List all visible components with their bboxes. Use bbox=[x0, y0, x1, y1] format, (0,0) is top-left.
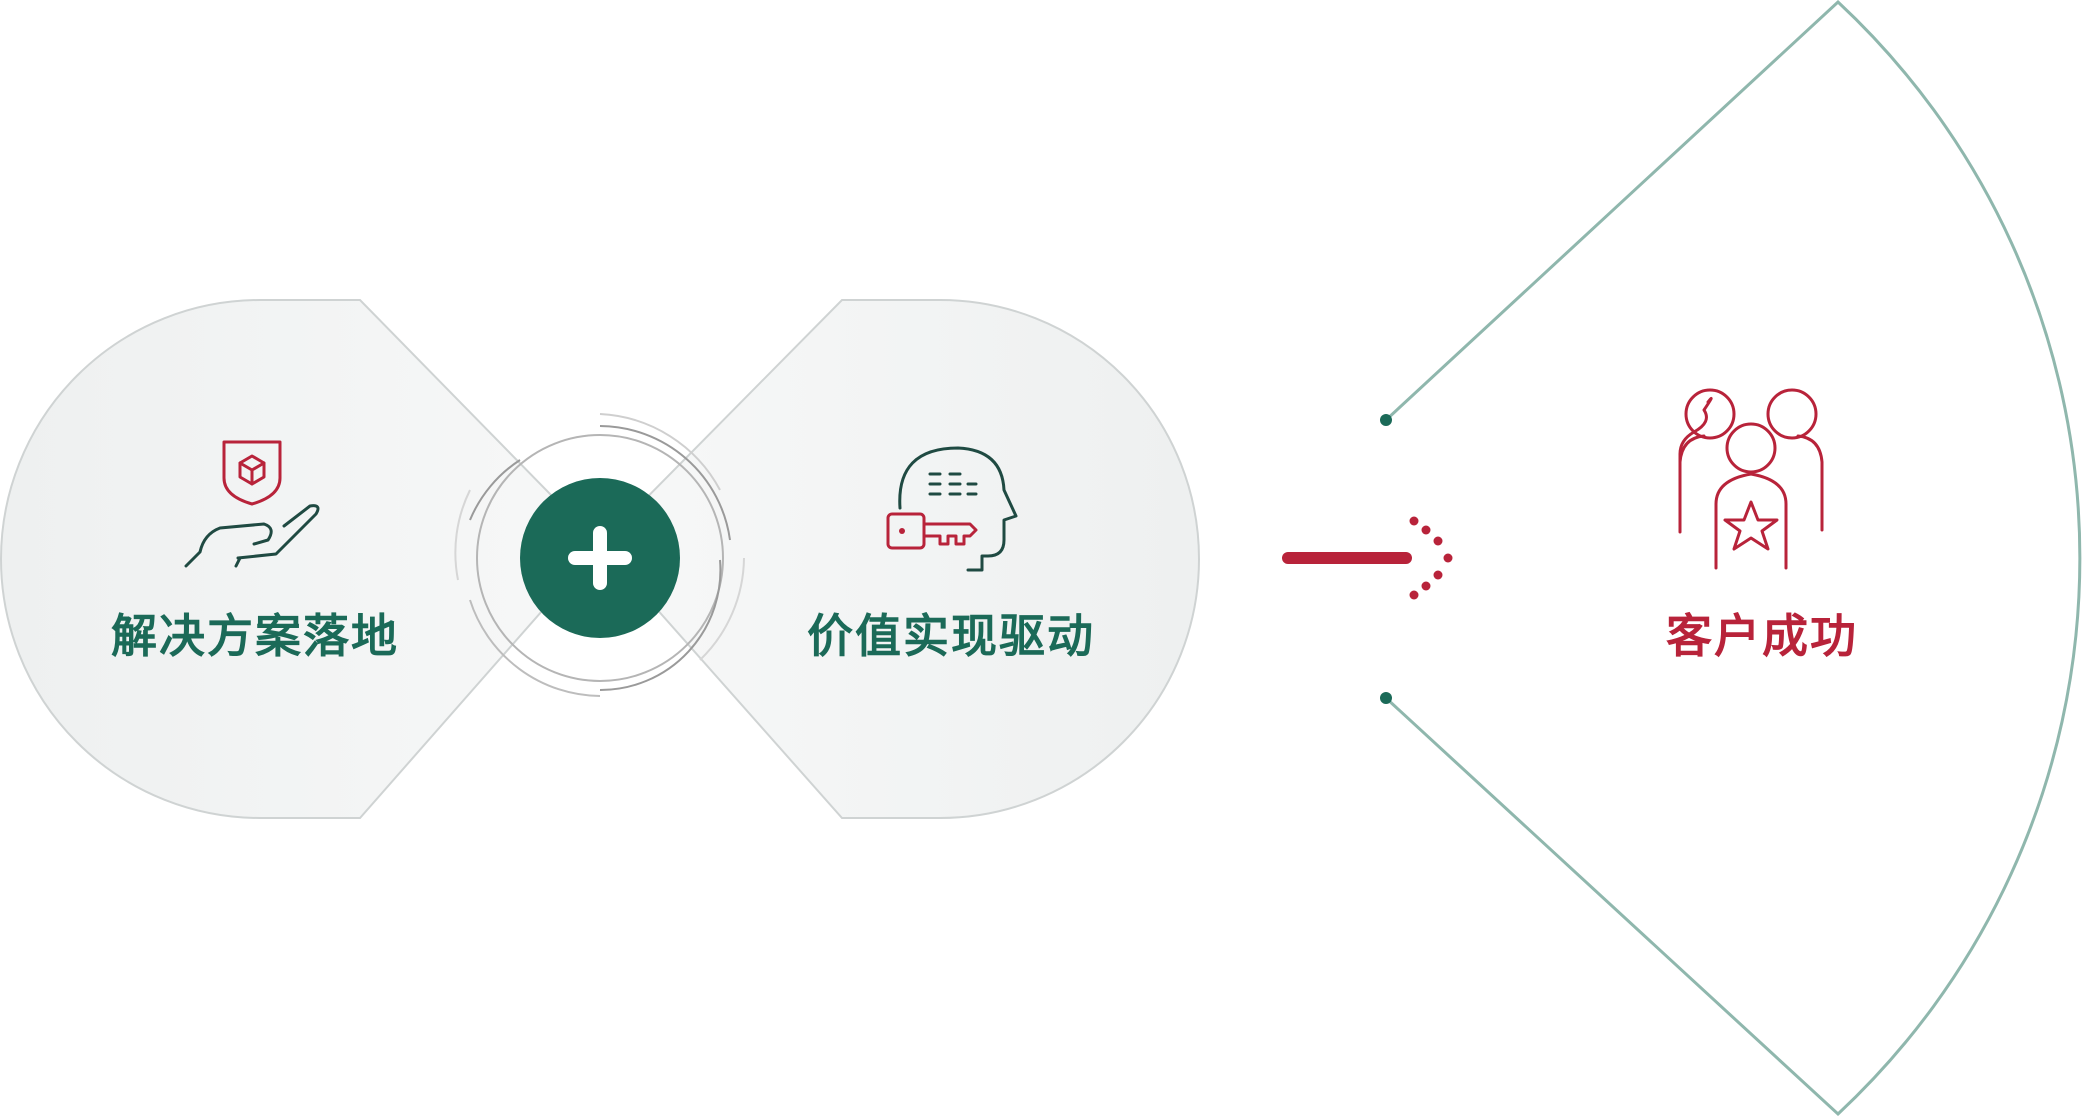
result-fan-outline bbox=[1380, 0, 2082, 1117]
team-with-star-icon bbox=[1678, 388, 1824, 570]
right-block-label: 价值实现驱动 bbox=[807, 609, 1095, 663]
left-block-shape bbox=[0, 299, 602, 819]
head-with-key-icon bbox=[886, 446, 1018, 572]
center-rings bbox=[454, 413, 745, 697]
plus-icon bbox=[520, 478, 680, 638]
right-block-shape bbox=[598, 299, 1200, 819]
left-block-label: 解决方案落地 bbox=[111, 609, 399, 663]
hand-holding-shield-icon bbox=[184, 440, 320, 568]
result-label: 客户成功 bbox=[1666, 609, 1858, 663]
arrow-right-icon bbox=[1282, 516, 1453, 600]
